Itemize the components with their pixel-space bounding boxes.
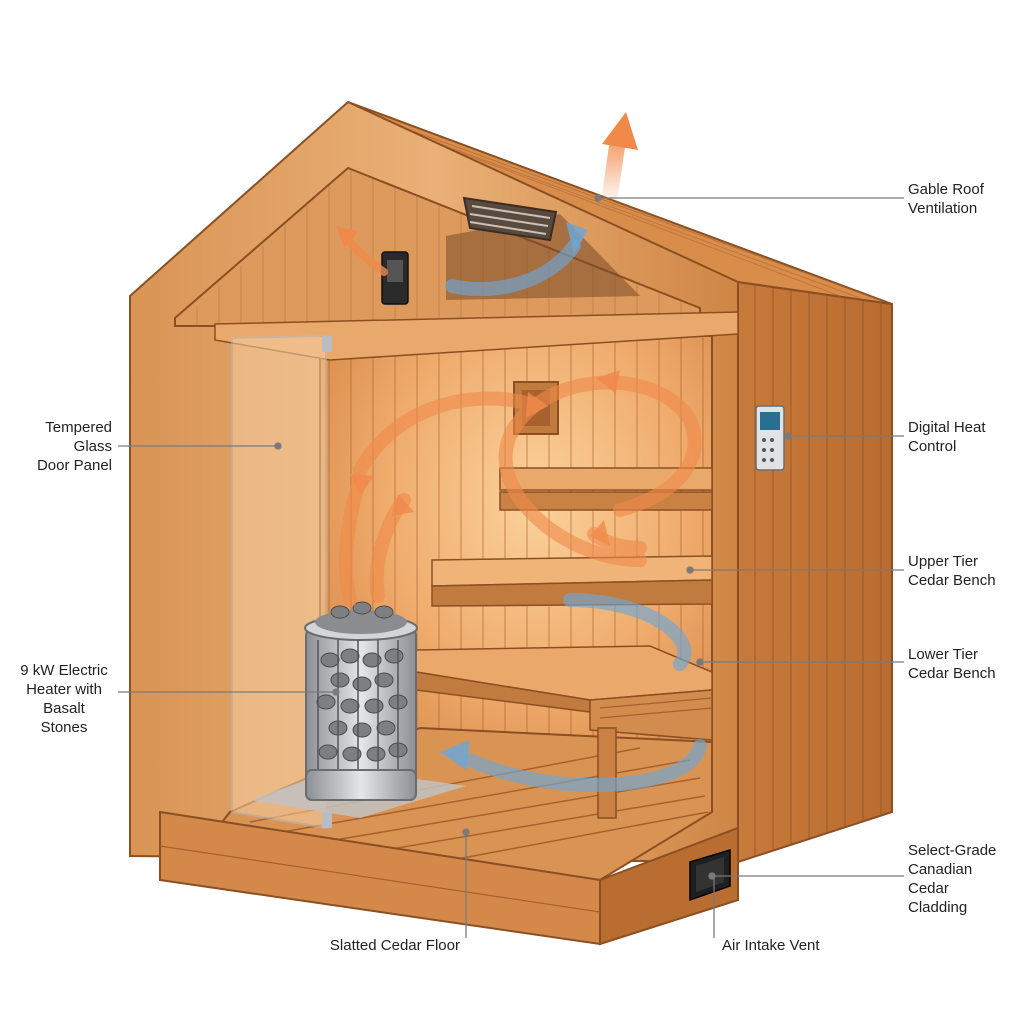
label-cladding: Select-Grade Canadian Cedar Cladding <box>908 842 997 916</box>
base-platform <box>159 810 739 946</box>
attic-hot-air-arrow-icon <box>336 226 388 276</box>
label-upper-bench: Upper Tier Cedar Bench <box>908 553 996 589</box>
label-heat-control: Digital Heat Control <box>908 419 986 455</box>
cool-air-arrow-icon <box>445 239 707 793</box>
exterior-side-wall <box>737 280 893 864</box>
cool-air-arrowheads <box>440 222 588 770</box>
thermostat-icon <box>755 405 785 471</box>
electric-heater <box>304 601 418 801</box>
lower-bench <box>415 645 713 819</box>
label-intake-vent: Air Intake Vent <box>722 937 820 954</box>
vent-grille-icon <box>462 196 558 242</box>
label-lower-bench: Lower Tier Cedar Bench <box>908 646 996 682</box>
roof-exhaust-arrow-icon <box>602 112 638 202</box>
label-roof-vent: Gable Roof Ventilation <box>908 181 984 217</box>
hot-air-arrow-icon <box>338 375 702 607</box>
attic-sensor-icon <box>381 251 409 305</box>
glass-door-panel <box>231 334 332 830</box>
label-glass-door: Tempered Glass Door Panel <box>36 419 112 474</box>
hot-air-arrowheads <box>350 370 620 546</box>
label-floor: Slatted Cedar Floor <box>329 937 460 954</box>
label-heater: 9 kW Electric Heater with Basalt Stones <box>20 662 108 736</box>
leader-lines <box>118 194 904 938</box>
